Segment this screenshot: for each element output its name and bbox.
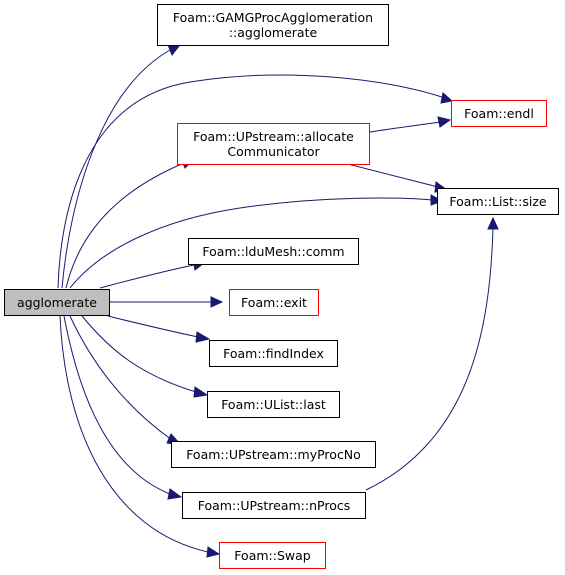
edge-root-to-last [81, 315, 197, 393]
arrowhead-gamg [167, 44, 180, 56]
node-allocate-label-line2: Communicator [227, 144, 320, 159]
edge-root-to-gamg [61, 49, 171, 289]
node-ulist-last[interactable]: Foam::UList::last [207, 391, 340, 418]
node-exit-label: Foam::exit [241, 295, 307, 310]
node-ldumesh-comm[interactable]: Foam::lduMesh::comm [188, 238, 359, 265]
node-myprocno-label: Foam::UPstream::myProcNo [186, 447, 361, 462]
node-foam-swap[interactable]: Foam::Swap [219, 542, 326, 569]
node-list-size[interactable]: Foam::List::size [437, 188, 559, 215]
node-nprocs-label: Foam::UPstream::nProcs [197, 498, 351, 513]
node-gamg-label-line1: Foam::GAMGProcAgglomeration [172, 10, 374, 25]
node-gamg-label-line2: ::agglomerate [228, 25, 318, 40]
node-comm-label: Foam::lduMesh::comm [202, 244, 345, 259]
node-foam-findindex[interactable]: Foam::findIndex [209, 340, 338, 367]
edge-nprocs-to-size [365, 227, 494, 491]
node-last-label: Foam::UList::last [221, 397, 326, 412]
edge-root-to-nprocs [63, 315, 171, 495]
edge-root-to-findindex [107, 315, 199, 338]
edge-root-to-myprocno [69, 315, 173, 441]
edge-allocate-to-endl [369, 121, 441, 133]
node-endl-label: Foam::endl [464, 106, 534, 121]
node-findindex-label: Foam::findIndex [223, 346, 324, 361]
arrowhead-nprocs [167, 488, 183, 500]
node-upstream-allocatecommunicator[interactable]: Foam::UPstream::allocate Communicator [177, 123, 370, 165]
arrowhead-size-from-root [430, 194, 444, 206]
node-swap-label: Foam::Swap [234, 548, 311, 563]
node-allocate-label-line1: Foam::UPstream::allocate [193, 129, 354, 144]
node-upstream-nprocs[interactable]: Foam::UPstream::nProcs [182, 492, 366, 519]
arrowhead-swap [206, 546, 221, 558]
edge-root-to-size [69, 197, 433, 289]
arrowhead-exit [210, 296, 224, 308]
arrowhead-last [193, 386, 209, 398]
arrowhead-findindex [195, 331, 211, 343]
edge-root-to-comm [99, 264, 195, 289]
arrowhead-size-from-nprocs [487, 216, 499, 230]
node-foam-endl[interactable]: Foam::endl [451, 100, 547, 127]
node-size-label: Foam::List::size [449, 194, 547, 209]
node-agglomerate-label: agglomerate [17, 295, 97, 310]
edge-allocate-to-size [339, 161, 439, 188]
arrowhead-endl-from-allocate [437, 116, 452, 128]
node-gamgprocagglomeration-agglomerate[interactable]: Foam::GAMGProcAgglomeration ::agglomerat… [157, 4, 389, 46]
edge-root-to-allocate [65, 162, 185, 289]
node-foam-exit[interactable]: Foam::exit [229, 289, 319, 316]
edge-root-to-swap [59, 315, 209, 553]
node-upstream-myprocno[interactable]: Foam::UPstream::myProcNo [171, 441, 376, 468]
arrowhead-endl [440, 92, 454, 104]
edge-root-to-endl [57, 74, 446, 289]
node-agglomerate: agglomerate [4, 289, 110, 316]
